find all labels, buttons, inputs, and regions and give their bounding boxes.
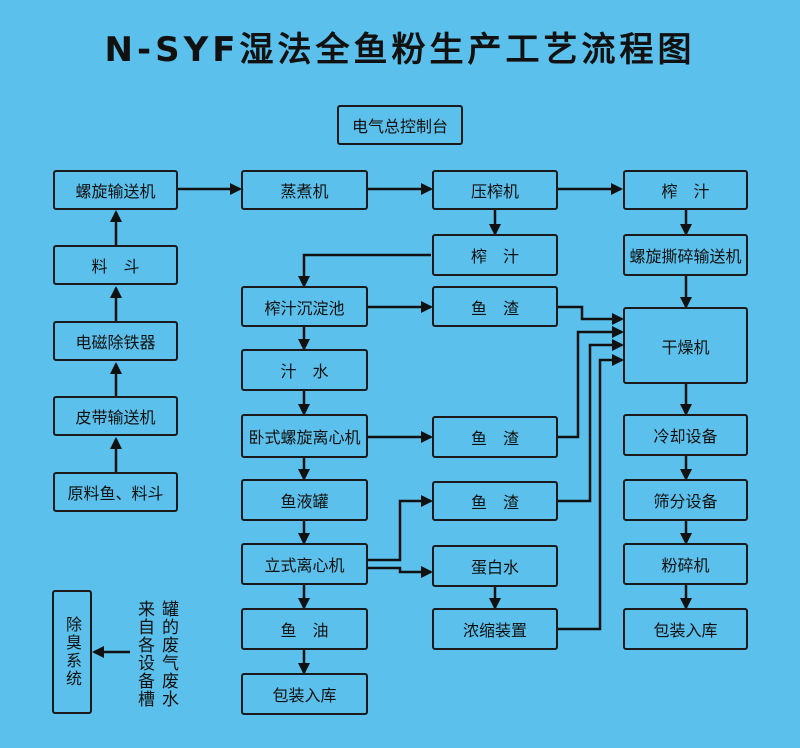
magnet-separator-box: 电磁除铁器: [53, 321, 178, 361]
page-title: N-SYF湿法全鱼粉生产工艺流程图: [104, 30, 696, 70]
settling-tank-box: 榨汁沉淀池: [241, 286, 368, 327]
fish-residue-3-box: 鱼 渣: [432, 481, 558, 521]
protein-water-box: 蛋白水: [432, 545, 558, 587]
cooler-box: 冷却设备: [623, 414, 748, 456]
sieve-box: 筛分设备: [623, 479, 748, 521]
meal-storage-box: 包装入库: [623, 608, 748, 650]
press-juice-top-box: 榨 汁: [623, 170, 748, 210]
dryer-box: 干燥机: [623, 307, 748, 384]
juice-water-box: 汁 水: [241, 349, 368, 391]
press-juice-box: 榨 汁: [432, 234, 558, 276]
crusher-box: 粉碎机: [623, 543, 748, 585]
arrow-residue3-to-dryer: [558, 339, 624, 503]
concentrator-box: 浓缩装置: [432, 608, 558, 650]
arrow-juice-to-tank: [298, 253, 431, 288]
arrow-concentrator-to-dryer: [558, 354, 624, 631]
control-panel-box: 电气总控制台: [337, 105, 463, 145]
belt-conveyor-box: 皮带输送机: [53, 396, 178, 436]
arrow-vc-to-protein: [368, 566, 433, 578]
screw-crusher-conveyor-box: 螺旋撕碎输送机: [623, 234, 748, 276]
fish-residue-1-box: 鱼 渣: [432, 286, 558, 327]
fish-residue-2-box: 鱼 渣: [432, 416, 558, 458]
deodorizer-box: 除臭系统: [52, 590, 92, 714]
arrow-residue2-to-dryer: [558, 326, 624, 439]
fish-liquid-tank-box: 鱼液罐: [241, 479, 368, 521]
arrow-residue1-to-dryer: [558, 305, 624, 325]
oil-storage-box: 包装入库: [241, 673, 368, 715]
screw-conveyor-box: 螺旋输送机: [53, 170, 178, 210]
press-box: 压榨机: [432, 170, 558, 210]
vertical-centrifuge-box: 立式离心机: [241, 543, 368, 585]
steamer-box: 蒸煮机: [241, 170, 368, 210]
waste-label-col1: 罐的废气废水: [158, 600, 178, 708]
waste-label-col2: 来自各设备槽: [134, 600, 154, 708]
hopper-box: 料 斗: [53, 245, 178, 285]
fish-oil-box: 鱼 油: [241, 608, 368, 650]
decanter-centrifuge-box: 卧式螺旋离心机: [241, 414, 368, 458]
arrow-vc-to-residue: [368, 495, 433, 562]
raw-material-box: 原料鱼、料斗: [53, 472, 178, 512]
